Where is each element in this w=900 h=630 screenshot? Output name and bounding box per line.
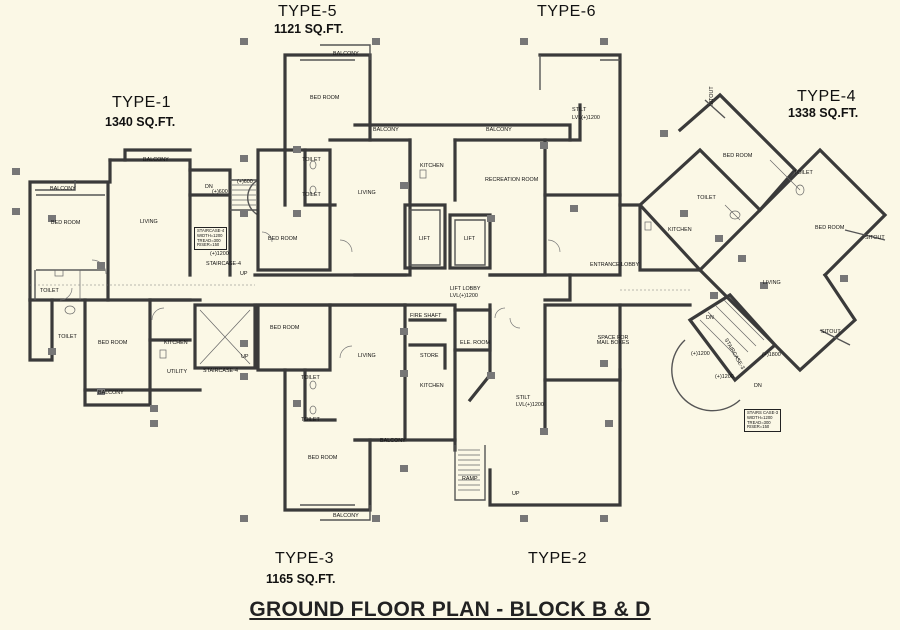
staircase4-label: STAIRCASE-4 (206, 261, 241, 267)
room-label-balcony: BALCONY (98, 390, 124, 396)
staircase4-label: STAIRCASE-4 (203, 368, 238, 374)
room-label-ramp: RAMP (462, 476, 478, 482)
room-label-stilt: STILT (572, 107, 587, 113)
room-label-toilet: TOILET (794, 170, 813, 176)
room-label-balcony: BALCONY (373, 127, 399, 133)
label-up: UP (512, 491, 520, 497)
level-label: (+)600 (212, 189, 228, 195)
staircase3-walls (671, 292, 778, 412)
room-label-lift-lobby: LIFT LOBBY (450, 286, 481, 292)
type6-name: TYPE-6 (537, 3, 597, 20)
label-dn: DN (205, 184, 213, 190)
room-label-store: STORE (420, 353, 439, 359)
room-label-lift: LIFT (419, 236, 431, 242)
fixtures (54, 160, 805, 415)
page-title: GROUND FLOOR PLAN - BLOCK B & D (249, 598, 651, 621)
room-label-balcony: BALCONY (50, 186, 76, 192)
room-label-living: LIVING (763, 280, 781, 286)
type5-walls (256, 44, 572, 277)
label-dn: DN (754, 383, 762, 389)
room-label-bed-room: BED ROOM (310, 95, 340, 101)
room-label-bed-room: BED ROOM (268, 236, 298, 242)
room-label-sitout: SITOUT (865, 235, 885, 241)
room-label-living: LIVING (140, 219, 158, 225)
room-label-lift: LIFT (464, 236, 476, 242)
room-label-sitout: SITOUT (821, 329, 841, 335)
structural-columns (12, 38, 848, 522)
room-label-kitchen: KITCHEN (164, 340, 188, 346)
level-label: (+)600 (237, 179, 253, 185)
room-label-toilet: TOILET (302, 157, 321, 163)
staircase4-spec: STAIRCASE-4 WIDTH=1200 TREAD=300 RISER=1… (194, 227, 228, 251)
type2-name: TYPE-2 (528, 550, 588, 567)
type4-area: 1338 SQ.FT. (788, 106, 859, 120)
type2-walls (403, 303, 692, 507)
room-label-balcony: BALCONY (333, 51, 359, 57)
staircase4-spec-line: WIDTH=1200 (197, 232, 223, 238)
type3-walls (256, 303, 457, 521)
room-label-bed-room: BED ROOM (98, 340, 128, 346)
room-label-toilet: TOILET (58, 334, 77, 340)
staircase4-spec-line: RISER=150 (197, 242, 220, 248)
room-label-bed-room: BED ROOM (723, 153, 753, 159)
room-label-bed-room: BED ROOM (815, 225, 845, 231)
level-label: (+)1800 (762, 352, 781, 358)
room-label-balcony: BALCONY (380, 438, 406, 444)
staircase3-spec-line: RISER=150 (747, 424, 770, 430)
room-label-toilet: TOILET (697, 195, 716, 201)
room-label-toilet: TOILET (302, 192, 321, 198)
level-label: (+)1200 (210, 251, 229, 257)
room-label-balcony: BALCONY (333, 513, 359, 519)
room-label-kitchen: KITCHEN (420, 383, 444, 389)
type1-walls (28, 148, 202, 407)
staircase4-walls (188, 168, 259, 370)
corridor-walls (30, 273, 690, 307)
room-label-toilet: TOILET (40, 288, 59, 294)
level-label: LVL(+)1200 (516, 402, 544, 408)
type1-name: TYPE-1 (112, 94, 172, 111)
room-label-ele-room: ELE. ROOM (460, 340, 490, 346)
type1-area: 1340 SQ.FT. (105, 115, 176, 129)
label-up: UP (241, 354, 249, 360)
room-label-balcony: BALCONY (486, 127, 512, 133)
room-label-balcony: BALCONY (143, 157, 169, 163)
level-label: (+)1200 (691, 351, 710, 357)
room-label-toilet: TOILET (301, 375, 320, 381)
room-label-sitout: SITOUT (709, 86, 715, 106)
room-label-toilet: TOILET (301, 417, 320, 423)
level-label: LVL(+)1200 (450, 293, 478, 299)
staircase4-spec-line: STAIRCASE-4 (197, 228, 225, 233)
type4-walls (618, 92, 888, 373)
label-dn: DN (706, 315, 714, 321)
staircase3-spec: STAIRS CASE-3 WIDTH=1200 TREAD=300 RISER… (744, 409, 782, 433)
room-label-utility: UTILITY (167, 369, 188, 375)
room-label-stilt: STILT (516, 395, 531, 401)
type3-name: TYPE-3 (275, 550, 335, 567)
type5-name: TYPE-5 (278, 3, 338, 20)
staircase3-spec-line: WIDTH=1200 (747, 414, 773, 420)
room-label-fire-shaft: FIRE SHAFT (410, 313, 442, 319)
staircase3-spec-line: STAIRS CASE-3 (747, 410, 779, 415)
level-label: LVL(+)1200 (572, 115, 600, 121)
room-label-kitchen: KITCHEN (420, 163, 444, 169)
room-label-bed-room: BED ROOM (270, 325, 300, 331)
room-label-bed-room: BED ROOM (51, 220, 81, 226)
type5-area: 1121 SQ.FT. (274, 22, 344, 36)
room-label-space-for-mail-boxes-text: SPACE FOR MAIL BOXES (596, 335, 630, 347)
level-label: (+)1200 (715, 374, 734, 380)
type4-name: TYPE-4 (797, 88, 857, 105)
room-label-living: LIVING (358, 353, 376, 359)
room-label-recreation-room: RECREATION ROOM (485, 177, 539, 183)
label-up: UP (240, 271, 248, 277)
room-label-bed-room: BED ROOM (308, 455, 338, 461)
staircase4-spec-line: TREAD=300 (197, 237, 221, 243)
type3-area: 1165 SQ.FT. (266, 572, 336, 586)
room-label-space-for-mail-boxes: SPACE FOR MAIL BOXES (593, 335, 633, 347)
room-label-kitchen: KITCHEN (668, 227, 692, 233)
staircase3-spec-line: TREAD=300 (747, 419, 771, 425)
room-label-entrance-lobby: ENTRANCE LOBBY (590, 262, 640, 268)
room-label-living: LIVING (358, 190, 376, 196)
